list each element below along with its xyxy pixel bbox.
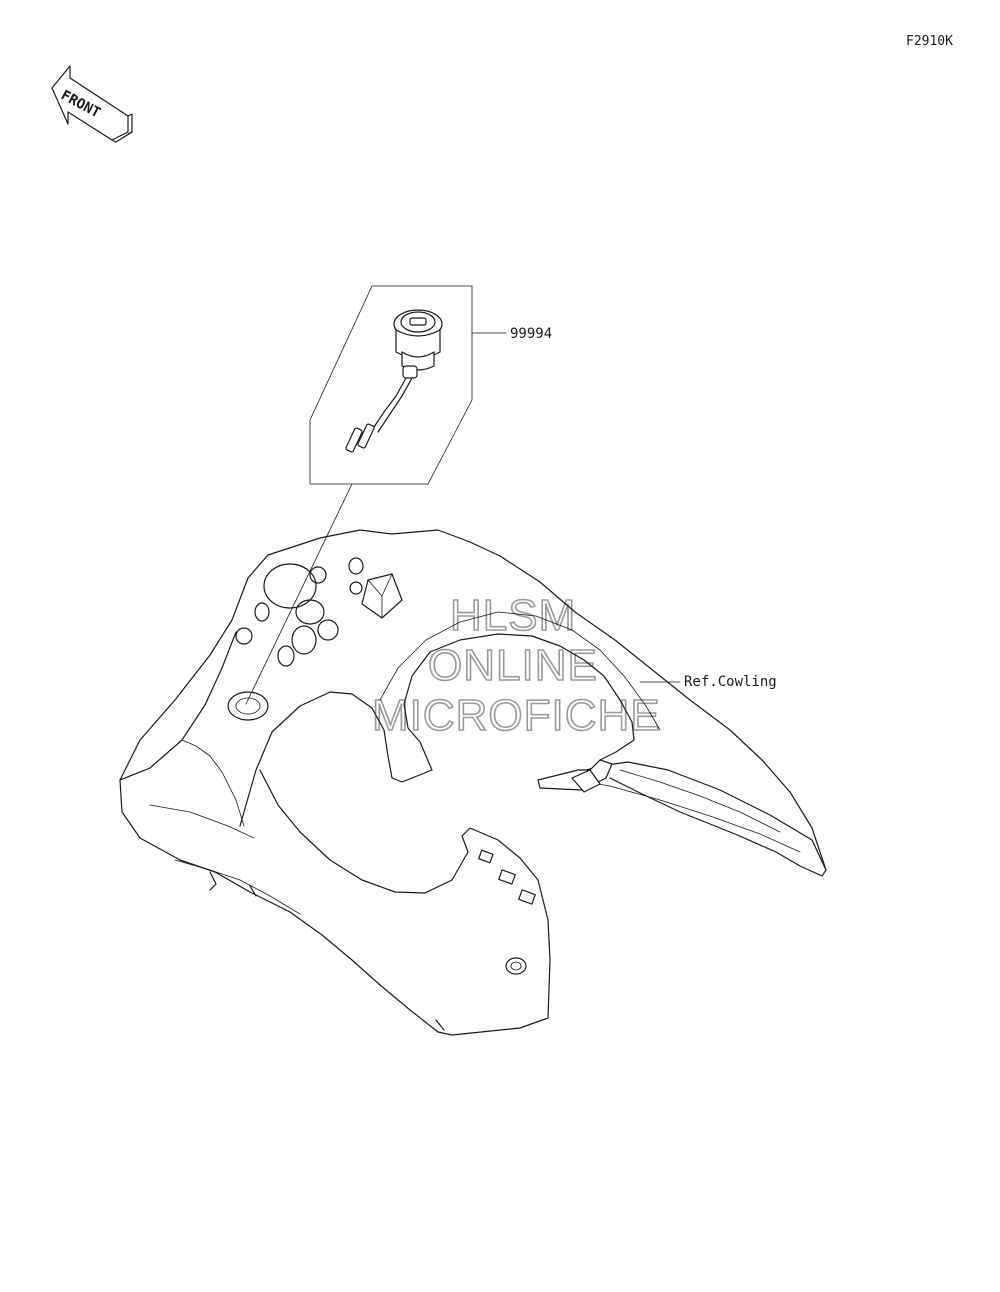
inner-cowling-drawing: [119, 529, 827, 1036]
figure-code: F2910K: [906, 34, 953, 49]
watermark-line-2: ONLINE: [428, 641, 598, 690]
watermark-line-3: MICROFICHE: [372, 691, 661, 740]
socket-leader-line: [245, 483, 353, 705]
power-socket-part: [345, 309, 443, 453]
front-arrow-icon: FRONT: [51, 65, 133, 143]
part-number: 99994: [510, 326, 552, 342]
part-outline-box: [309, 285, 473, 485]
watermark: HLSM ONLINE MICROFICHE: [371, 590, 661, 741]
ref-cowling-label: Ref.Cowling: [684, 674, 777, 690]
watermark-line-1: HLSM: [450, 591, 576, 640]
